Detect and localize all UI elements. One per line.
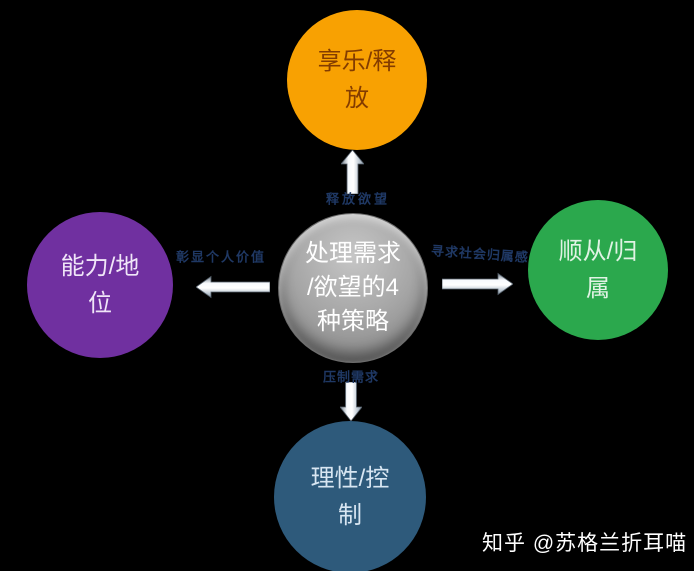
connector-label-seek-social-belonging: 寻求社会归属感: [430, 243, 530, 265]
zhihu-watermark: 知乎 @苏格兰折耳喵: [482, 532, 688, 555]
node-rational-control-label: 理性/控 制: [310, 464, 390, 529]
node-pleasure-release: 享乐/释 放: [287, 10, 427, 150]
node-compliance-belonging: 顺从/归 属: [528, 200, 668, 340]
arrow-right-icon: [442, 272, 513, 296]
connector-label-show-personal-value: 彰显个人价值: [175, 249, 267, 265]
node-compliance-belonging-label: 顺从/归 属: [558, 237, 638, 302]
node-ability-status: 能力/地 位: [27, 212, 173, 358]
arrow-down-icon: [340, 382, 362, 421]
arrow-left-icon: [196, 275, 270, 299]
connector-label-suppress-need: 压制需求: [322, 369, 380, 385]
arrow-up-icon: [341, 150, 364, 194]
center-node-strategies: 处理需求 /欲望的4 种策略: [278, 213, 428, 363]
node-pleasure-release-label: 享乐/释 放: [317, 47, 397, 112]
connector-label-release-desire: 释放欲望: [325, 191, 391, 207]
center-node-label: 处理需求 /欲望的4 种策略: [305, 239, 401, 336]
node-ability-status-label: 能力/地 位: [60, 252, 140, 317]
node-rational-control: 理性/控 制: [274, 421, 426, 571]
